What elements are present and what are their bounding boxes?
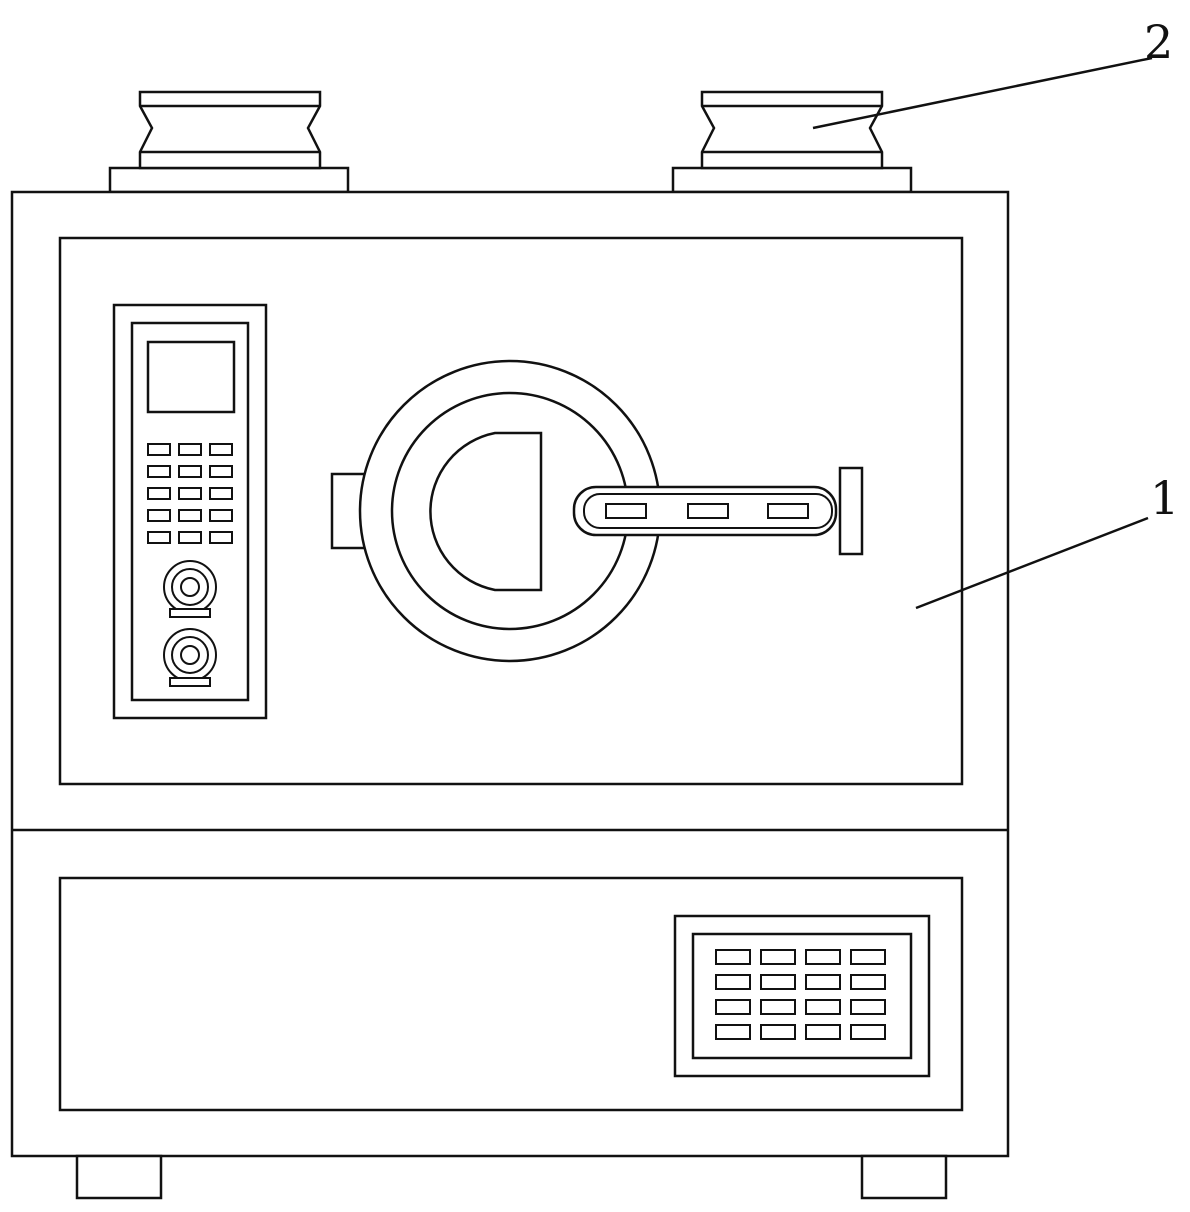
control-key: [147, 531, 171, 544]
knob-upper: [163, 560, 217, 618]
control-key: [209, 531, 233, 544]
upper-door-panel: [58, 236, 964, 786]
door-handle: [572, 466, 864, 556]
knob-lower: [163, 628, 217, 687]
lower-key: [760, 999, 796, 1015]
lower-key: [760, 974, 796, 990]
lower-keypad-panel: [673, 914, 931, 1078]
lower-key: [850, 1024, 886, 1040]
display-screen: [146, 340, 236, 414]
lower-key: [760, 1024, 796, 1040]
control-key: [147, 443, 171, 456]
control-keypad: [147, 443, 233, 544]
control-key: [178, 487, 202, 500]
lower-keypad: [715, 949, 886, 1040]
lower-key: [850, 999, 886, 1015]
control-key: [209, 443, 233, 456]
top-mount-left: [108, 90, 350, 194]
control-key: [147, 465, 171, 478]
callout-label-2: 2: [1144, 15, 1173, 69]
leader-line-1: [915, 516, 1149, 610]
lower-key: [850, 949, 886, 965]
lower-key: [715, 949, 751, 965]
control-key: [209, 487, 233, 500]
control-key: [147, 487, 171, 500]
foot-right: [860, 1154, 948, 1200]
lower-key: [805, 999, 841, 1015]
lower-key: [760, 949, 796, 965]
control-key: [178, 465, 202, 478]
leader-line-2: [812, 56, 1153, 130]
control-panel: [112, 303, 268, 720]
control-key: [209, 465, 233, 478]
lower-key: [715, 1024, 751, 1040]
top-mount-right: [671, 90, 913, 194]
lower-key: [805, 1024, 841, 1040]
lower-key: [805, 974, 841, 990]
control-key: [178, 443, 202, 456]
lower-drawer-panel: [58, 876, 964, 1112]
lower-key: [805, 949, 841, 965]
lower-key: [850, 974, 886, 990]
callout-label-1: 1: [1150, 471, 1179, 525]
foot-left: [75, 1154, 163, 1200]
door-window: [429, 431, 543, 592]
lower-key: [715, 974, 751, 990]
lower-key: [715, 999, 751, 1015]
circular-door: [330, 359, 662, 663]
control-key: [178, 531, 202, 544]
control-key: [178, 509, 202, 522]
control-key: [147, 509, 171, 522]
control-key: [209, 509, 233, 522]
